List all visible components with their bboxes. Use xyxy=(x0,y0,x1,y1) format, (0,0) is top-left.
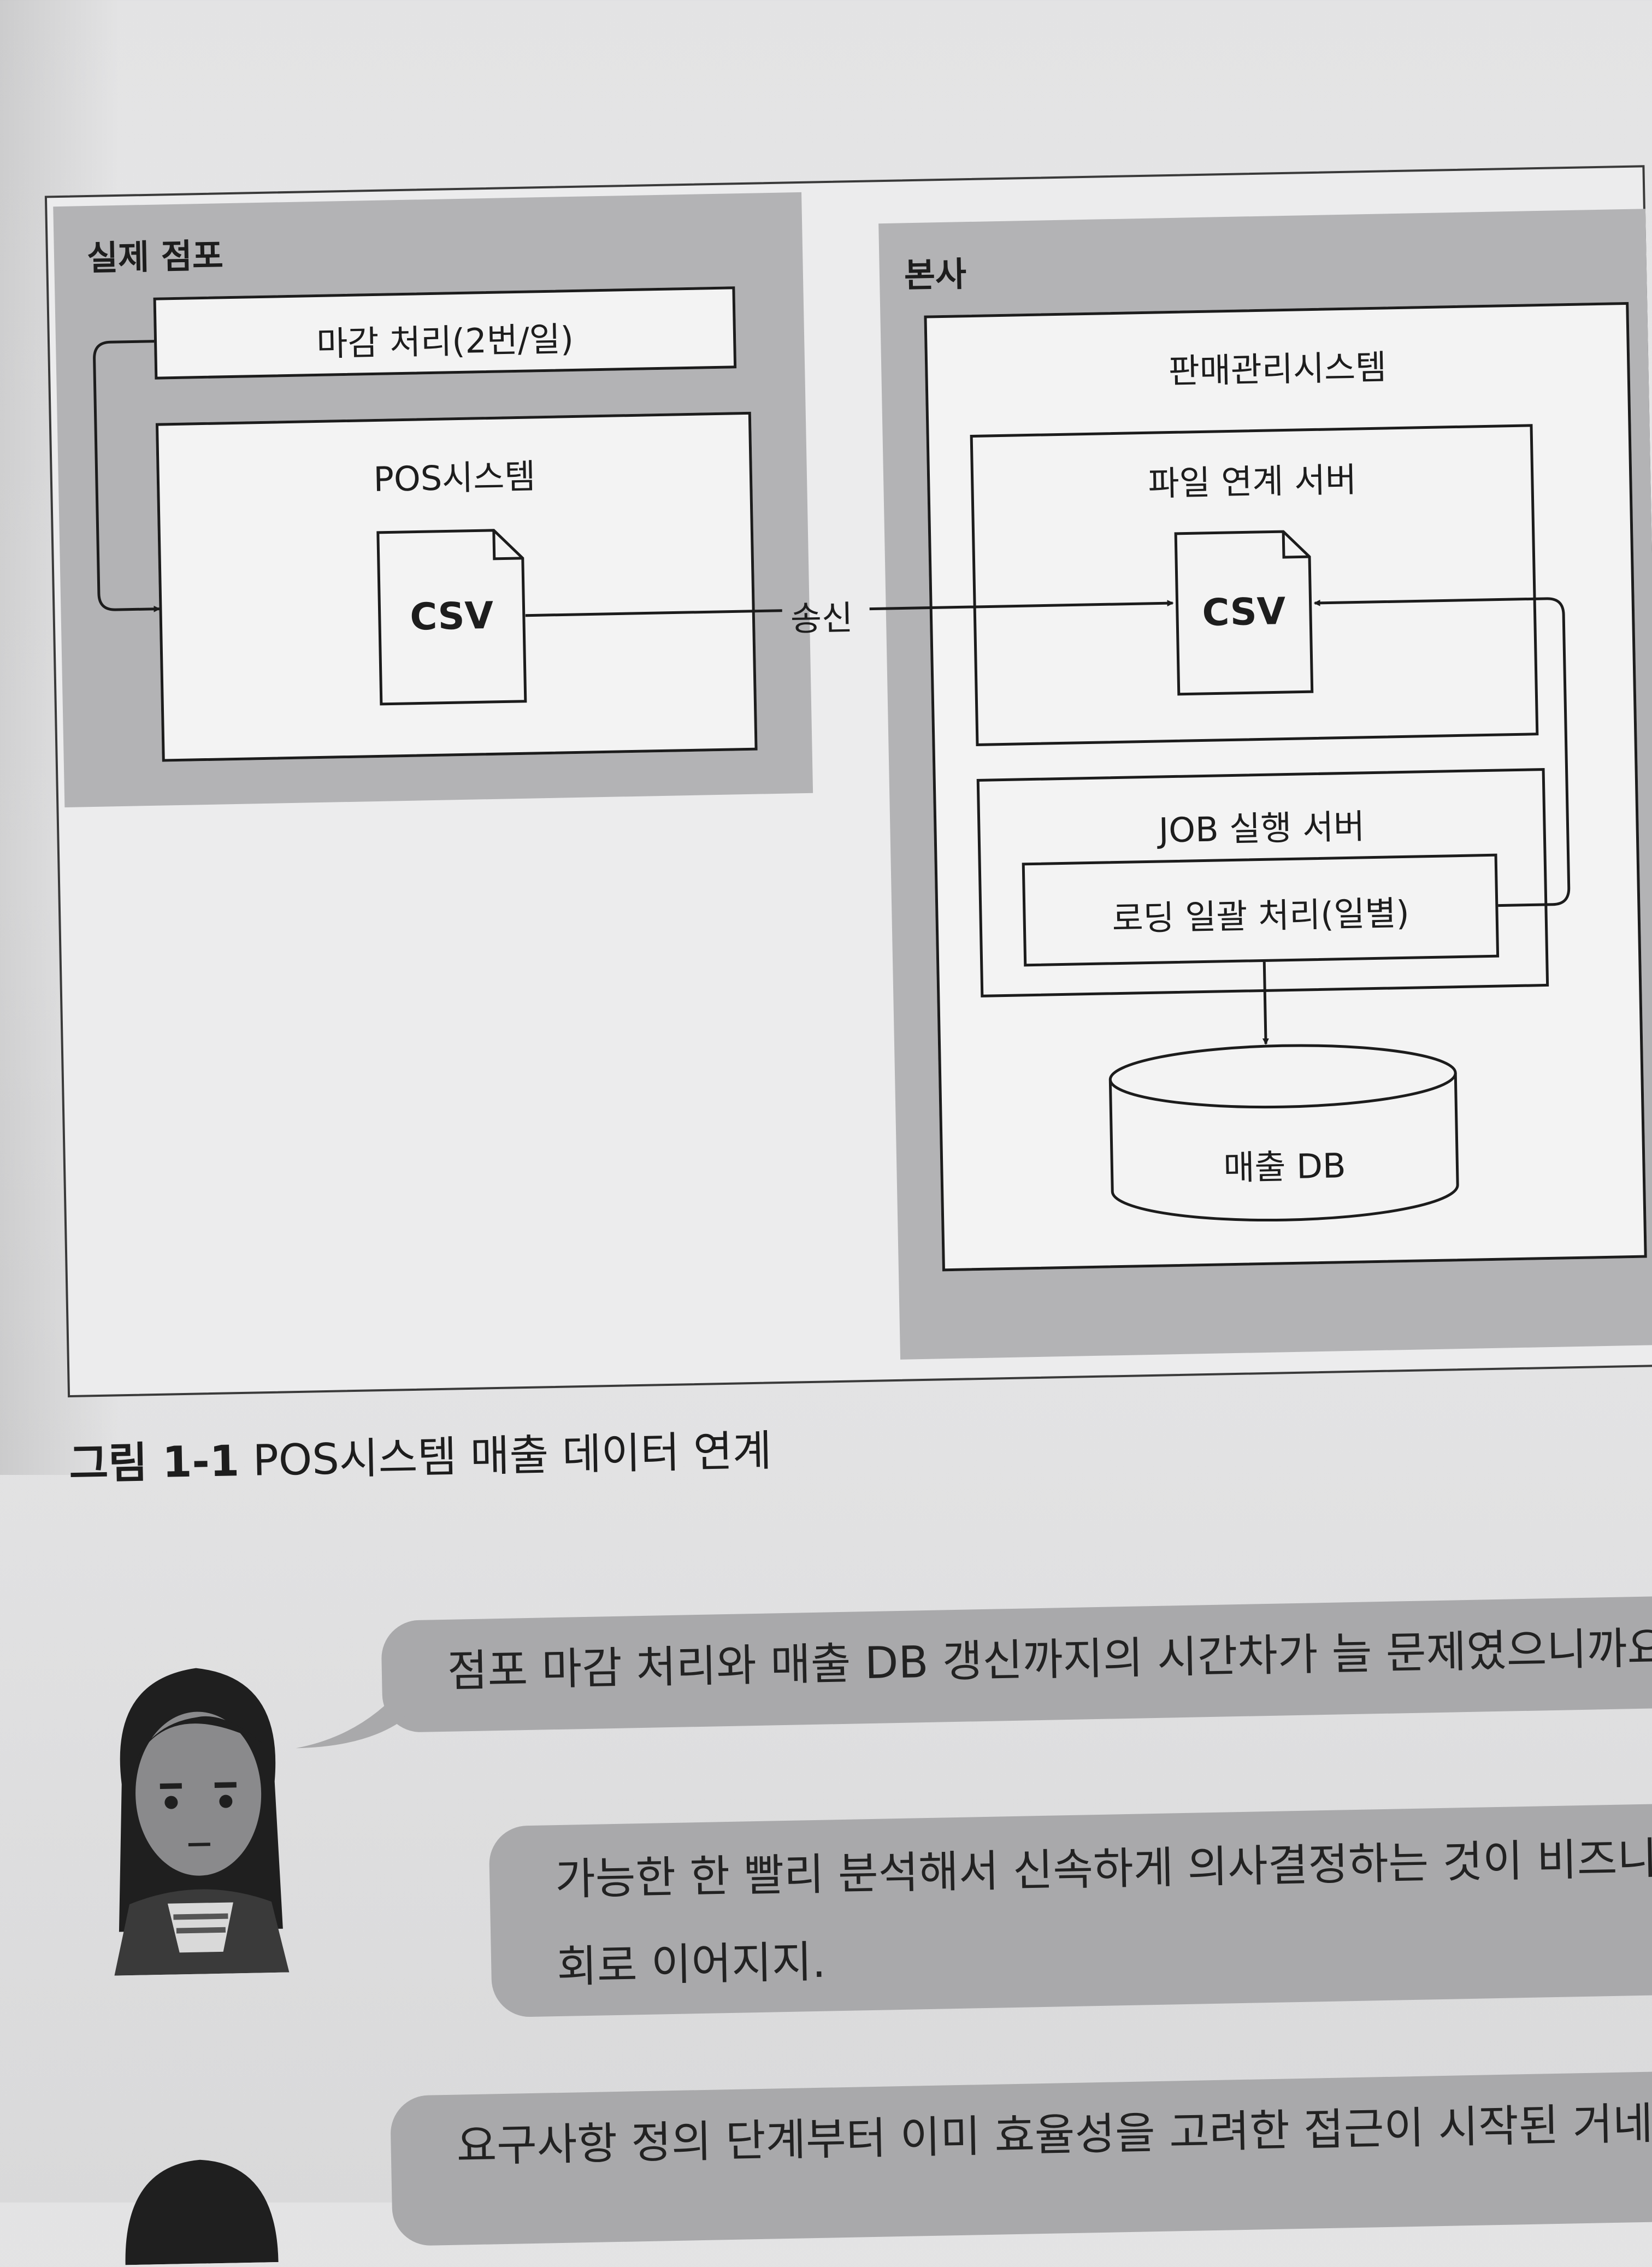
avatar-woman-2 xyxy=(125,2159,279,2265)
figure-number: 그림 1-1 xyxy=(68,1437,240,1490)
bubble-1-line-1: 점포 마감 처리와 매출 DB 갱신까지의 시간차가 늘 문제였으니까요. xyxy=(446,1622,1652,1697)
connector-lines xyxy=(93,340,1571,1045)
speech-bubble-3: 요구사항 정의 단계부터 이미 효율성을 고려한 접근이 시작된 거네요 xyxy=(390,2069,1652,2246)
database-icon xyxy=(1108,1044,1459,1222)
avatar-woman xyxy=(114,1668,290,1976)
pos-csv-document: CSV xyxy=(376,528,527,706)
hq-csv-document: CSV xyxy=(1174,529,1314,696)
document-icon xyxy=(1174,530,1314,696)
send-label: 송신 xyxy=(790,598,853,639)
speech-bubble-2: 가능한 한 빨리 분석해서 신속하게 의사결정하는 것이 비즈니스 회로 이어지… xyxy=(488,1800,1652,2018)
speech-bubble-1: 점포 마감 처리와 매출 DB 갱신까지의 시간차가 늘 문제였으니까요. xyxy=(381,1593,1652,1733)
figure-caption: 그림 1-1 POS시스템 매출 데이터 연계 xyxy=(68,1416,772,1491)
figure-title: POS시스템 매출 데이터 연계 xyxy=(252,1426,772,1486)
sales-db-cylinder: 매출 DB xyxy=(1107,1040,1460,1227)
document-icon xyxy=(376,529,527,706)
bubble-1-tail xyxy=(296,1686,405,1749)
bubble-3-line-1: 요구사항 정의 단계부터 이미 효율성을 고려한 접근이 시작된 거네요 xyxy=(456,2097,1652,2172)
